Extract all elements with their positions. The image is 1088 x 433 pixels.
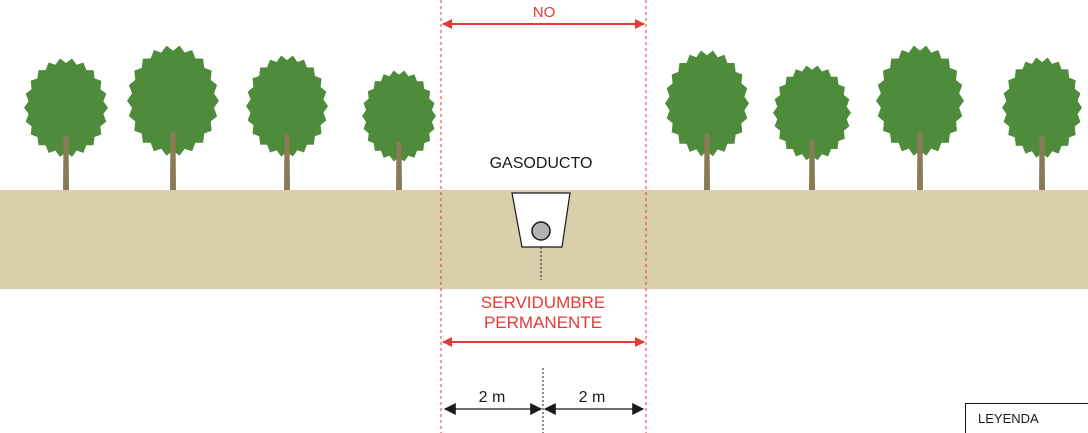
tree-trunk xyxy=(1039,136,1045,190)
tree-icon xyxy=(876,45,964,190)
servidumbre-label: SERVIDUMBRE PERMANENTE xyxy=(481,293,605,333)
tree-crown xyxy=(665,50,749,157)
tree-trunk xyxy=(809,139,815,190)
trench xyxy=(511,192,571,248)
tree-trunk xyxy=(63,135,69,190)
no-zone-label: NO xyxy=(532,4,556,21)
gasoducto-label: GASODUCTO xyxy=(489,155,593,172)
dimension-left-label: 2 m xyxy=(478,389,506,406)
tree-crown xyxy=(1002,57,1082,158)
tree-icon xyxy=(127,45,219,190)
tree-icon xyxy=(362,70,436,190)
tree-crown xyxy=(362,70,436,162)
tree-trunk xyxy=(284,134,290,190)
tree-row xyxy=(24,45,1082,190)
tree-icon xyxy=(24,58,108,190)
tree-trunk xyxy=(170,132,176,190)
dimension-right-label: 2 m xyxy=(578,389,606,406)
tree-icon xyxy=(665,50,749,190)
tree-icon xyxy=(1002,57,1082,190)
tree-crown xyxy=(876,45,964,156)
tree-crown xyxy=(24,58,108,157)
legend-box: LEYENDA xyxy=(965,403,1088,433)
servidumbre-label-line1: SERVIDUMBRE xyxy=(480,293,606,312)
tree-trunk xyxy=(704,133,710,190)
pipe-icon xyxy=(531,221,551,241)
tree-crown xyxy=(773,65,851,161)
tree-crown xyxy=(127,45,219,156)
tree-icon xyxy=(773,65,851,190)
tree-trunk xyxy=(396,142,402,190)
tree-icon xyxy=(246,55,328,190)
tree-trunk xyxy=(917,132,923,190)
legend-label: LEYENDA xyxy=(978,411,1039,426)
tree-crown xyxy=(246,55,328,157)
servidumbre-label-line2: PERMANENTE xyxy=(483,313,603,332)
